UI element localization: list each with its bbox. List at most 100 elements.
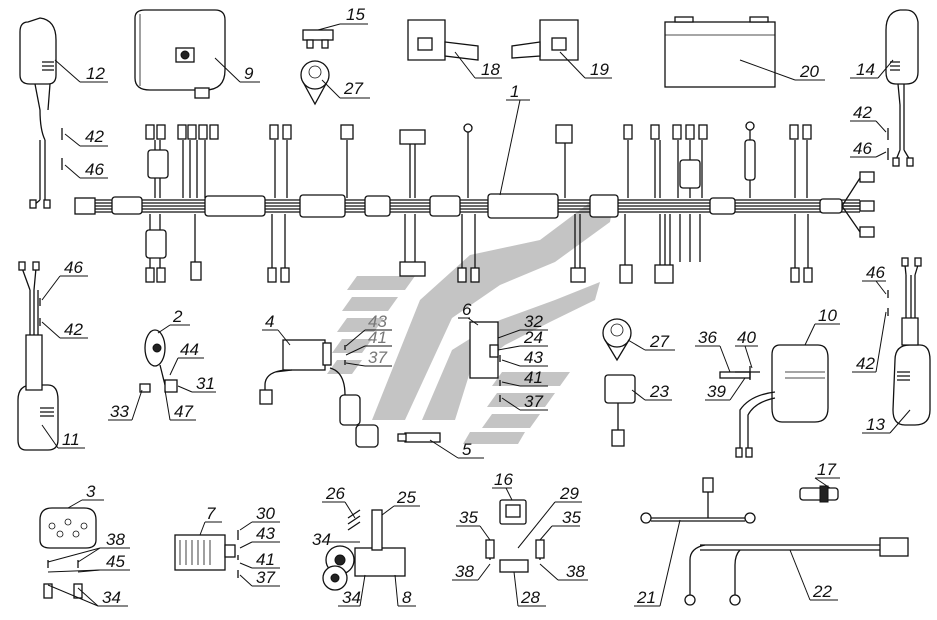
lamp-bulb-right bbox=[602, 318, 632, 362]
callout-36-label: 36 bbox=[698, 328, 717, 347]
watermark-logo bbox=[327, 195, 615, 444]
callout-46-d-label: 46 bbox=[866, 263, 885, 282]
callout-21: 21 bbox=[634, 519, 681, 607]
callout-42-c-label: 42 bbox=[64, 320, 83, 339]
callout-22: 22 bbox=[789, 549, 838, 601]
callout-30-label: 30 bbox=[256, 504, 275, 523]
callout-8: 8 bbox=[394, 574, 416, 607]
callout-22-label: 22 bbox=[812, 582, 832, 601]
callout-24-label: 24 bbox=[523, 328, 543, 347]
voltage-regulator bbox=[174, 534, 236, 571]
callout-37b: 37 bbox=[501, 392, 548, 411]
rear-left-turn-signal bbox=[17, 261, 59, 451]
connector bbox=[799, 485, 839, 503]
callout-21-label: 21 bbox=[636, 588, 656, 607]
relay bbox=[604, 374, 636, 447]
callout-37-b-label: 37 bbox=[524, 392, 543, 411]
right-handlebar-switch bbox=[511, 19, 579, 61]
lamp-bulb-top bbox=[300, 60, 330, 106]
callout-47: 47 bbox=[164, 389, 196, 421]
horn bbox=[139, 329, 178, 393]
callout-46-a-label: 46 bbox=[85, 160, 104, 179]
callout-11: 11 bbox=[41, 424, 85, 449]
callout-17-label: 17 bbox=[817, 460, 836, 479]
callout-28-label: 28 bbox=[520, 588, 540, 607]
callout-38-c-label: 38 bbox=[566, 562, 585, 581]
callout-42c: 42 bbox=[41, 320, 88, 339]
callout-42-b-label: 42 bbox=[853, 103, 872, 122]
battery-cable bbox=[640, 477, 756, 524]
callout-46a: 46 bbox=[64, 160, 108, 179]
callout-18: 18 bbox=[454, 51, 502, 79]
spark-plug-cap bbox=[397, 432, 441, 443]
callout-34-c-label: 34 bbox=[342, 588, 361, 607]
callout-45: 45 bbox=[47, 552, 130, 573]
fuse bbox=[302, 29, 334, 49]
callout-31-label: 31 bbox=[196, 374, 215, 393]
callout-34-b-label: 34 bbox=[312, 530, 331, 549]
callout-27-top-label: 27 bbox=[343, 79, 363, 98]
callout-1-label: 1 bbox=[510, 82, 519, 101]
callout-37a: 37 bbox=[345, 348, 392, 367]
callout-14: 14 bbox=[850, 59, 894, 79]
callout-33: 33 bbox=[108, 389, 143, 421]
callout-27-right-label: 27 bbox=[649, 332, 669, 351]
callout-29: 29 bbox=[517, 484, 582, 549]
sensor bbox=[499, 499, 527, 525]
callout-32: 32 bbox=[497, 312, 548, 339]
callout-6-label: 6 bbox=[462, 300, 472, 319]
callout-37c: 37 bbox=[239, 568, 280, 587]
callout-34b: 34 bbox=[312, 530, 360, 549]
callout-13: 13 bbox=[862, 409, 911, 434]
callout-16: 16 bbox=[492, 470, 513, 501]
callout-43b: 43 bbox=[501, 348, 548, 367]
callout-26-label: 26 bbox=[325, 484, 345, 503]
callout-12: 12 bbox=[54, 59, 108, 83]
callout-43-a-label: 43 bbox=[368, 312, 387, 331]
callout-19: 19 bbox=[559, 51, 612, 79]
callout-20-label: 20 bbox=[799, 62, 819, 81]
battery bbox=[664, 16, 776, 88]
callout-43-c-label: 43 bbox=[256, 524, 275, 543]
callout-26: 26 bbox=[322, 484, 356, 519]
callout-5-label: 5 bbox=[462, 440, 472, 459]
callout-4-label: 4 bbox=[265, 312, 274, 331]
callout-23: 23 bbox=[631, 382, 672, 401]
callout-40-label: 40 bbox=[737, 328, 756, 347]
callout-24: 24 bbox=[497, 328, 548, 351]
callout-2-label: 2 bbox=[172, 307, 183, 326]
callout-27b: 27 bbox=[627, 332, 675, 351]
callout-37-a-label: 37 bbox=[368, 348, 387, 367]
callout-35a: 35 bbox=[456, 508, 491, 541]
callout-47-label: 47 bbox=[174, 402, 193, 421]
callout-23-label: 23 bbox=[649, 382, 669, 401]
callout-9: 9 bbox=[214, 57, 260, 83]
callout-44-label: 44 bbox=[180, 340, 199, 359]
callout-43-b-label: 43 bbox=[524, 348, 543, 367]
cdi-unit bbox=[469, 321, 499, 379]
callout-11-label: 11 bbox=[62, 430, 80, 449]
callout-19-label: 19 bbox=[590, 60, 609, 79]
callout-31: 31 bbox=[177, 374, 216, 393]
rear-right-turn-signal bbox=[892, 257, 931, 426]
headlight bbox=[134, 9, 226, 99]
callout-20: 20 bbox=[739, 59, 825, 81]
callout-45-label: 45 bbox=[106, 552, 125, 571]
ground-cable bbox=[684, 537, 909, 606]
callout-42d: 42 bbox=[852, 311, 887, 373]
callout-34c: 34 bbox=[338, 574, 366, 607]
callout-41-c-label: 41 bbox=[256, 550, 275, 569]
callout-42b: 42 bbox=[850, 103, 887, 133]
callout-9-label: 9 bbox=[244, 64, 254, 83]
callout-10: 10 bbox=[804, 306, 840, 346]
taillight bbox=[719, 344, 829, 458]
callout-27a: 27 bbox=[321, 79, 370, 99]
callout-41-a-label: 41 bbox=[368, 328, 387, 347]
callout-7: 7 bbox=[199, 504, 222, 536]
callout-6: 6 bbox=[458, 300, 479, 326]
callout-34-a-label: 34 bbox=[102, 588, 121, 607]
callout-41c: 41 bbox=[239, 550, 280, 569]
callout-7-label: 7 bbox=[206, 504, 216, 523]
callout-3-label: 3 bbox=[86, 482, 96, 501]
callout-30: 30 bbox=[239, 504, 280, 531]
